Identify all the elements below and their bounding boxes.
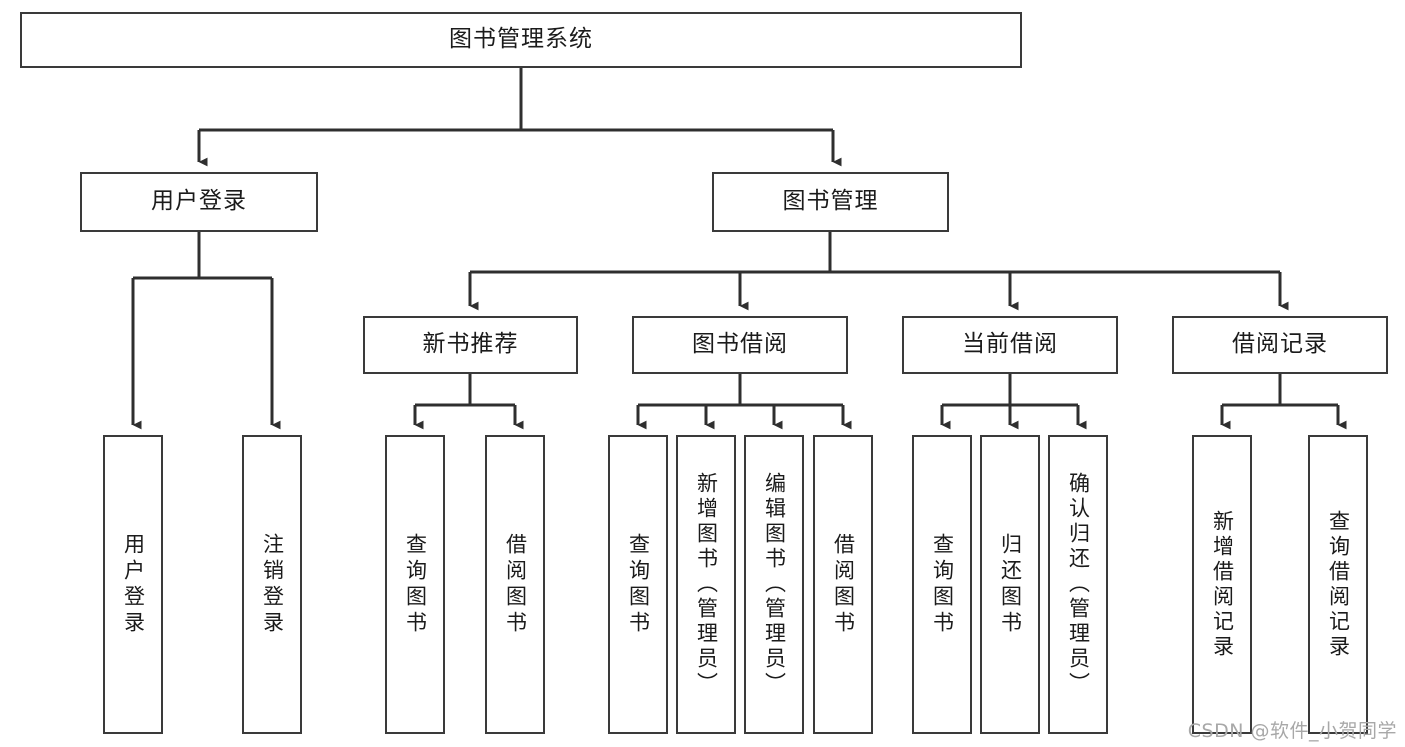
leaf-confirm-return[interactable]: 确认归还（管理员） bbox=[1048, 435, 1108, 734]
leaf-add-record[interactable]: 新增借阅记录 bbox=[1192, 435, 1252, 734]
node-root-system[interactable]: 图书管理系统 bbox=[20, 12, 1022, 68]
leaf-query-book-2[interactable]: 查询图书 bbox=[608, 435, 668, 734]
node-label: 借阅记录 bbox=[1232, 331, 1328, 358]
node-label: 查询借阅记录 bbox=[1326, 509, 1351, 660]
node-label: 归还图书 bbox=[998, 532, 1023, 637]
leaf-query-book-3[interactable]: 查询图书 bbox=[912, 435, 972, 734]
node-label: 查询图书 bbox=[403, 532, 428, 637]
node-book-borrow[interactable]: 图书借阅 bbox=[632, 316, 848, 374]
node-label: 用户登录 bbox=[151, 188, 247, 215]
node-label: 图书管理系统 bbox=[449, 26, 593, 53]
node-label: 当前借阅 bbox=[962, 331, 1058, 358]
node-label: 新增借阅记录 bbox=[1210, 509, 1235, 660]
node-label: 确认归还（管理员） bbox=[1066, 472, 1091, 697]
leaf-user-logout[interactable]: 注销登录 bbox=[242, 435, 302, 734]
leaf-query-record[interactable]: 查询借阅记录 bbox=[1308, 435, 1368, 734]
leaf-borrow-book-2[interactable]: 借阅图书 bbox=[813, 435, 873, 734]
watermark-text: CSDN @软件_小贺同学 bbox=[1187, 720, 1397, 742]
node-label: 注销登录 bbox=[260, 532, 285, 637]
node-label: 用户登录 bbox=[121, 532, 146, 637]
node-label: 新增图书（管理员） bbox=[694, 472, 719, 697]
node-current-borrow[interactable]: 当前借阅 bbox=[902, 316, 1118, 374]
node-book-manage[interactable]: 图书管理 bbox=[712, 172, 949, 232]
leaf-edit-book[interactable]: 编辑图书（管理员） bbox=[744, 435, 804, 734]
leaf-user-login[interactable]: 用户登录 bbox=[103, 435, 163, 734]
node-label: 编辑图书（管理员） bbox=[762, 472, 787, 697]
node-label: 查询图书 bbox=[626, 532, 651, 637]
node-label: 图书借阅 bbox=[692, 331, 788, 358]
node-label: 借阅图书 bbox=[503, 532, 528, 637]
node-user-login[interactable]: 用户登录 bbox=[80, 172, 318, 232]
leaf-return-book[interactable]: 归还图书 bbox=[980, 435, 1040, 734]
node-new-book-rec[interactable]: 新书推荐 bbox=[363, 316, 578, 374]
leaf-add-book[interactable]: 新增图书（管理员） bbox=[676, 435, 736, 734]
node-label: 借阅图书 bbox=[831, 532, 856, 637]
node-label: 图书管理 bbox=[782, 188, 879, 215]
leaf-borrow-book-1[interactable]: 借阅图书 bbox=[485, 435, 545, 734]
leaf-query-book-1[interactable]: 查询图书 bbox=[385, 435, 445, 734]
node-label: 新书推荐 bbox=[422, 331, 519, 358]
node-label: 查询图书 bbox=[930, 532, 955, 637]
node-borrow-record[interactable]: 借阅记录 bbox=[1172, 316, 1388, 374]
